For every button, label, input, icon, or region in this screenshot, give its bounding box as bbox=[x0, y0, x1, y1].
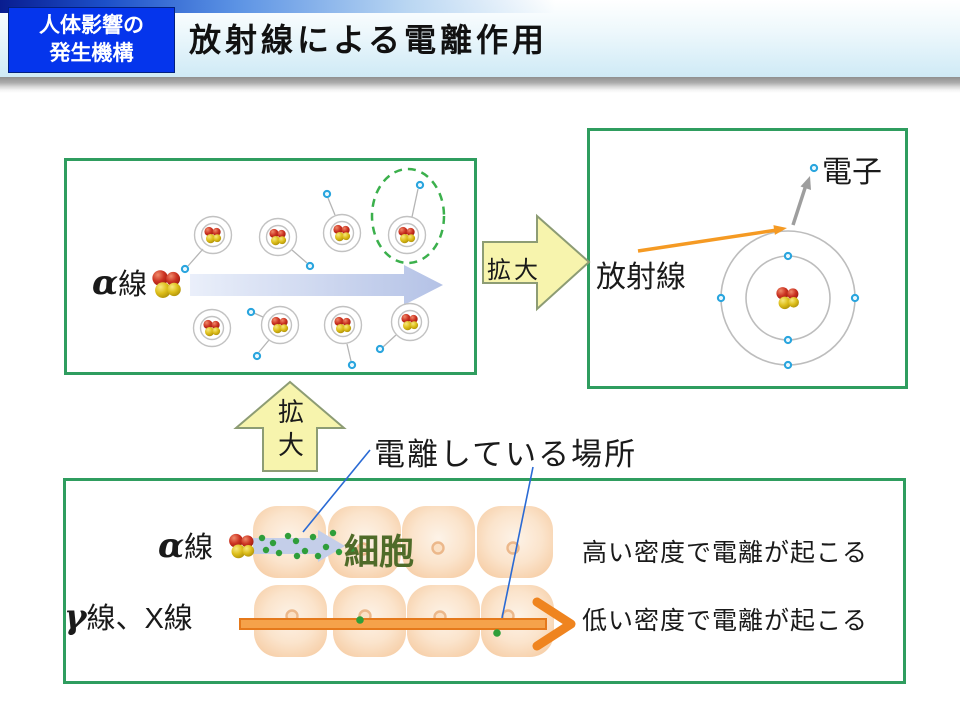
gamma-symbol: γ bbox=[64, 597, 87, 637]
electron-ejection-arrow bbox=[791, 184, 808, 226]
alpha-ray-label-cells: α線 bbox=[158, 526, 214, 566]
gamma-arrow-body bbox=[239, 618, 547, 630]
cell-label: 細胞 bbox=[344, 533, 415, 572]
cell-box bbox=[63, 478, 906, 684]
header: 人体影響の 発生機構 放射線による電離作用 bbox=[0, 0, 960, 77]
alpha-track-graphics bbox=[152, 167, 446, 370]
atom-zoom-box bbox=[587, 128, 908, 389]
highlight-dashed-ellipse bbox=[370, 167, 446, 265]
electron-ejection-arrowhead bbox=[800, 176, 811, 190]
gamma-ionization-dots bbox=[356, 616, 501, 637]
high-density-note: 高い密度で電離が起こる bbox=[582, 539, 869, 567]
zoom-label-right: 拡大 bbox=[487, 257, 541, 284]
badge-line2: 発生機構 bbox=[49, 42, 134, 65]
alpha-symbol: α bbox=[158, 526, 185, 566]
ejected-electron bbox=[809, 163, 819, 173]
zoom-arrow-right bbox=[482, 213, 591, 312]
electron-label: 電子 bbox=[822, 156, 882, 189]
cell-nucleoli bbox=[285, 541, 520, 624]
atom bbox=[389, 217, 426, 254]
atom bbox=[392, 304, 429, 341]
category-badge: 人体影響の 発生機構 bbox=[8, 7, 175, 73]
page-title: 放射線による電離作用 bbox=[189, 22, 549, 58]
alpha-particle bbox=[229, 533, 255, 559]
ionization-location-caption: 電離している場所 bbox=[374, 437, 638, 472]
atom-zoom-graphics bbox=[637, 163, 860, 370]
atom bbox=[325, 307, 362, 344]
radiation-arrow bbox=[637, 228, 778, 253]
ejected-electron-trails bbox=[187, 188, 419, 362]
pointer-lines bbox=[302, 449, 534, 619]
atom bbox=[194, 310, 231, 347]
atom bbox=[260, 219, 297, 256]
zoom-label-up: 拡 大 bbox=[277, 397, 304, 460]
radiation-arrowhead bbox=[773, 225, 787, 235]
alpha-symbol: α bbox=[92, 263, 119, 303]
zoom-arrow-up bbox=[233, 380, 347, 472]
alpha-ionization-dots bbox=[258, 529, 356, 560]
header-shadow-divider bbox=[0, 77, 960, 93]
orbit-electrons bbox=[716, 251, 860, 370]
cell-graphics bbox=[229, 449, 576, 657]
atom bbox=[324, 215, 361, 252]
atom bbox=[195, 217, 232, 254]
gamma-arrowhead bbox=[532, 597, 576, 651]
alpha-particle bbox=[152, 270, 181, 298]
alpha-beam-arrow bbox=[190, 265, 443, 305]
radiation-label: 放射線 bbox=[596, 261, 686, 294]
nucleus bbox=[776, 287, 799, 310]
alpha-ray-label: α線 bbox=[92, 263, 148, 303]
atom bbox=[262, 307, 299, 344]
gamma-xray-label: γ線、X線 bbox=[64, 597, 193, 637]
header-accent-strip bbox=[0, 0, 740, 13]
badge-line1: 人体影響の bbox=[39, 14, 144, 37]
alpha-track-box bbox=[64, 158, 477, 375]
low-density-note: 低い密度で電離が起こる bbox=[582, 607, 869, 635]
